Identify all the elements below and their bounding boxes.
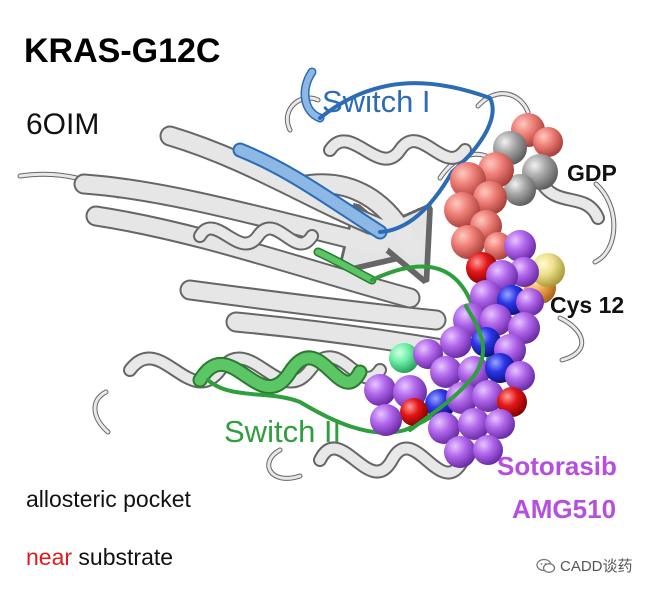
- caption-line-2: near substrate: [26, 546, 173, 569]
- cys12-label: Cys 12: [550, 292, 625, 318]
- watermark: CADD谈药: [536, 558, 633, 574]
- drug-name-label: Sotorasib: [497, 451, 617, 481]
- switch2-label: Switch II: [224, 414, 342, 449]
- gdp-label: GDP: [567, 160, 617, 186]
- pdb-id-label: 6OIM: [26, 108, 100, 141]
- protein-ribbon: [17, 67, 617, 481]
- switch2-loop: [408, 304, 485, 432]
- watermark-text: CADD谈药: [560, 557, 633, 575]
- drug-code-label: AMG510: [512, 494, 617, 524]
- sotorasib-molecule: [364, 230, 544, 468]
- gdp-molecule: [444, 113, 563, 260]
- wechat-icon: [536, 558, 556, 573]
- caption-highlight-word: near: [26, 544, 73, 570]
- switch1-label: Switch I: [322, 84, 431, 119]
- caption-line-1: allosteric pocket: [26, 486, 191, 512]
- caption-line-2-rest: substrate: [72, 544, 174, 570]
- page-title: KRAS-G12C: [24, 32, 221, 70]
